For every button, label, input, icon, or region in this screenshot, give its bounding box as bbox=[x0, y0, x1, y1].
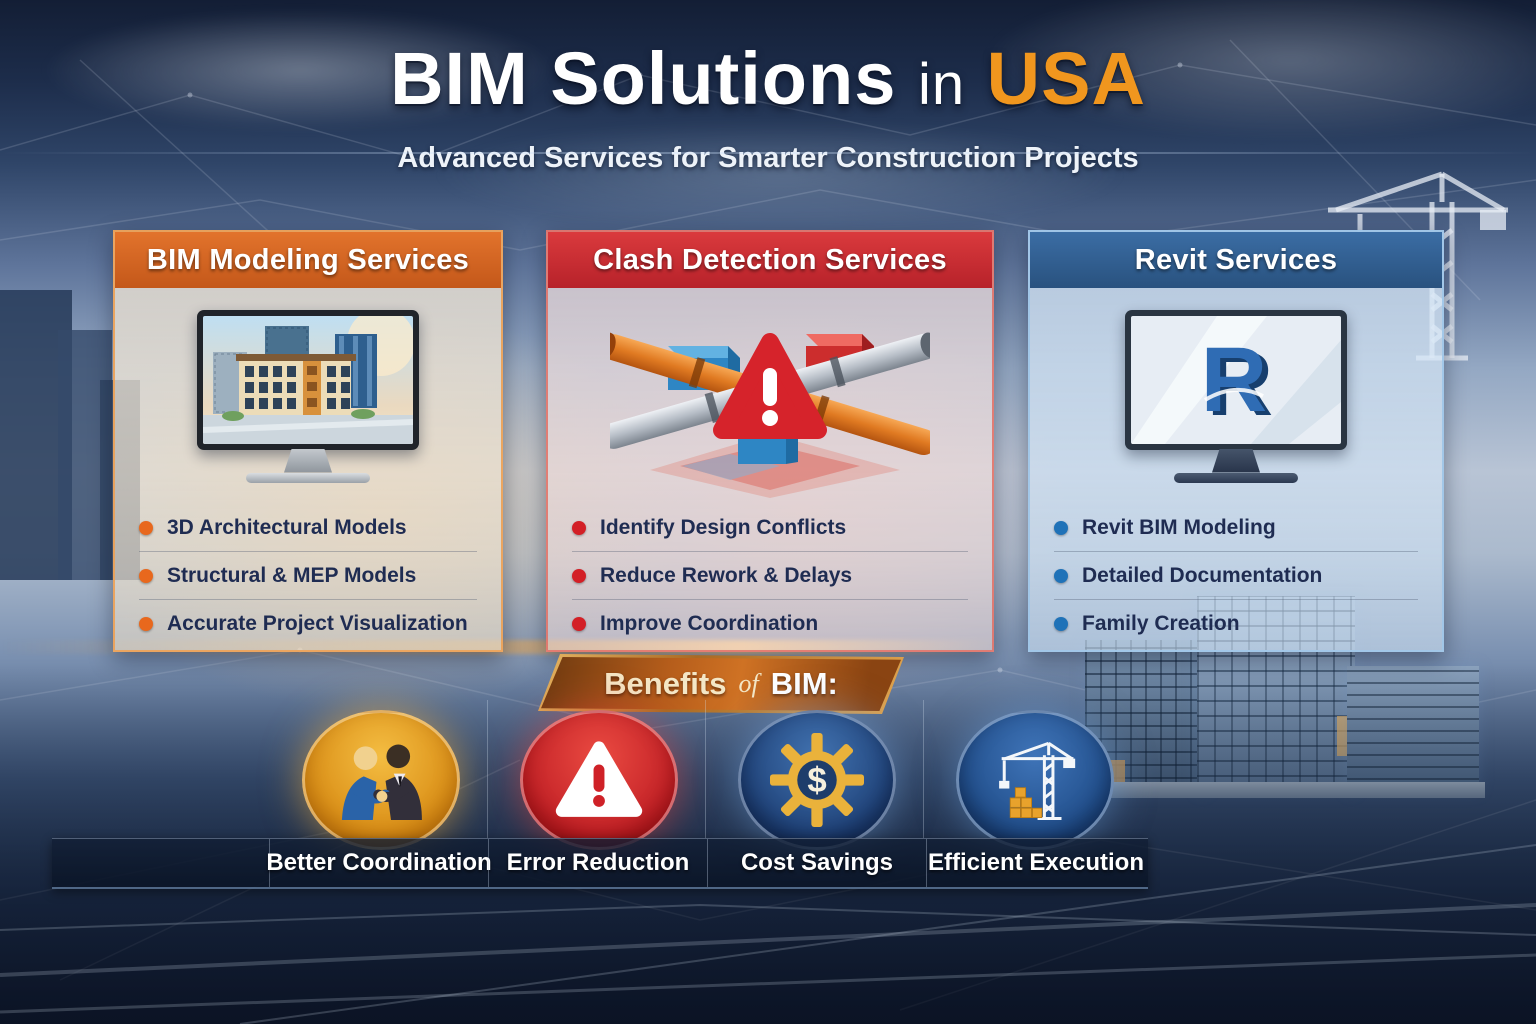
card-bim-modeling: BIM Modeling Services bbox=[113, 230, 503, 652]
benefits-banner: Benefits of BIM: bbox=[538, 654, 904, 714]
monitor-illustration: R R bbox=[1125, 309, 1347, 483]
skyline-building bbox=[0, 290, 72, 580]
list-item: Structural & MEP Models bbox=[139, 552, 477, 600]
card-revit-services: Revit Services R R Revit BIM Mo bbox=[1028, 230, 1444, 652]
feature-list: Revit BIM Modeling Detailed Documentatio… bbox=[1030, 504, 1442, 647]
benefit-divider bbox=[487, 700, 488, 838]
list-item-label: Identify Design Conflicts bbox=[600, 515, 847, 539]
benefit-label: Cost Savings bbox=[707, 839, 926, 887]
monitor-base bbox=[1174, 472, 1298, 483]
title-divider bbox=[0, 152, 1536, 154]
list-item: Accurate Project Visualization bbox=[139, 600, 477, 647]
benefits-label-bar: Better Coordination Error Reduction Cost… bbox=[52, 838, 1148, 889]
list-item-label: Revit BIM Modeling bbox=[1082, 515, 1276, 539]
list-item: Improve Coordination bbox=[572, 600, 968, 647]
bullet-dot bbox=[1054, 568, 1068, 583]
page-subtitle: Advanced Services for Smarter Constructi… bbox=[397, 141, 1139, 174]
banner-word: Benefits bbox=[604, 666, 727, 701]
monitor-revit-r-icon: R R bbox=[1030, 288, 1442, 504]
header: BIM Solutions in USA Advanced Services f… bbox=[0, 40, 1536, 175]
building-podium bbox=[1085, 782, 1485, 798]
bullet-dot bbox=[572, 568, 586, 583]
benefits-banner-inner: Benefits of BIM: bbox=[541, 657, 901, 711]
card-title: Revit Services bbox=[1030, 232, 1442, 288]
list-item-label: Accurate Project Visualization bbox=[167, 611, 468, 635]
monitor-screen bbox=[197, 309, 419, 450]
warning-triangle-icon bbox=[520, 710, 678, 850]
list-item: Detailed Documentation bbox=[1054, 552, 1418, 600]
bullet-dot bbox=[572, 616, 586, 631]
card-clash-detection: Clash Detection Services bbox=[546, 230, 994, 652]
handshake-icon bbox=[302, 710, 460, 850]
monitor-illustration bbox=[197, 309, 419, 483]
title-connector: in bbox=[917, 52, 966, 117]
list-item-label: Improve Coordination bbox=[600, 611, 819, 635]
svg-text:R: R bbox=[1207, 333, 1273, 435]
list-item: Identify Design Conflicts bbox=[572, 504, 968, 552]
banner-word: of bbox=[738, 669, 759, 698]
card-title: Clash Detection Services bbox=[548, 232, 992, 288]
skyline-building bbox=[58, 330, 112, 580]
glass-building bbox=[1347, 666, 1479, 792]
list-item-label: Detailed Documentation bbox=[1082, 563, 1323, 587]
monitor-screen: R R bbox=[1125, 309, 1347, 450]
list-item: Reduce Rework & Delays bbox=[572, 552, 968, 600]
benefit-divider bbox=[923, 700, 924, 838]
list-item-label: Structural & MEP Models bbox=[167, 563, 417, 587]
title-highlight: USA bbox=[986, 37, 1146, 120]
card-title: BIM Modeling Services bbox=[115, 232, 501, 288]
monitor-3d-building-icon bbox=[115, 288, 501, 504]
bullet-dot bbox=[1054, 520, 1068, 535]
list-item-label: Reduce Rework & Delays bbox=[600, 563, 853, 587]
list-item-label: Family Creation bbox=[1082, 611, 1240, 635]
feature-list: 3D Architectural Models Structural & MEP… bbox=[115, 504, 501, 647]
construction-crane-icon bbox=[956, 710, 1114, 850]
benefit-divider bbox=[705, 700, 706, 838]
bullet-dot bbox=[139, 616, 153, 631]
monitor-stand bbox=[284, 448, 332, 473]
benefit-label: Better Coordination bbox=[266, 839, 492, 887]
feature-list: Identify Design Conflicts Reduce Rework … bbox=[548, 504, 992, 647]
benefit-label: Error Reduction bbox=[488, 839, 707, 887]
clash-pipes-warning-icon bbox=[548, 288, 992, 504]
benefit-label: Efficient Execution bbox=[926, 839, 1145, 887]
bullet-dot bbox=[1054, 616, 1068, 631]
list-item-label: 3D Architectural Models bbox=[167, 515, 407, 539]
banner-word: BIM: bbox=[770, 666, 838, 701]
bullet-dot bbox=[572, 520, 586, 535]
bullet-dot bbox=[139, 520, 153, 535]
list-item: Family Creation bbox=[1054, 600, 1418, 647]
monitor-base bbox=[246, 472, 370, 483]
bullet-dot bbox=[139, 568, 153, 583]
page-title: BIM Solutions in USA bbox=[0, 40, 1536, 118]
monitor-stand bbox=[1212, 448, 1260, 473]
gear-dollar-icon: $ bbox=[738, 710, 896, 850]
svg-text:$: $ bbox=[807, 762, 826, 800]
label-bar-spacer bbox=[52, 839, 269, 887]
list-item: 3D Architectural Models bbox=[139, 504, 477, 552]
title-main: BIM Solutions bbox=[390, 37, 897, 120]
list-item: Revit BIM Modeling bbox=[1054, 504, 1418, 552]
svg-text:R: R bbox=[1201, 329, 1267, 431]
